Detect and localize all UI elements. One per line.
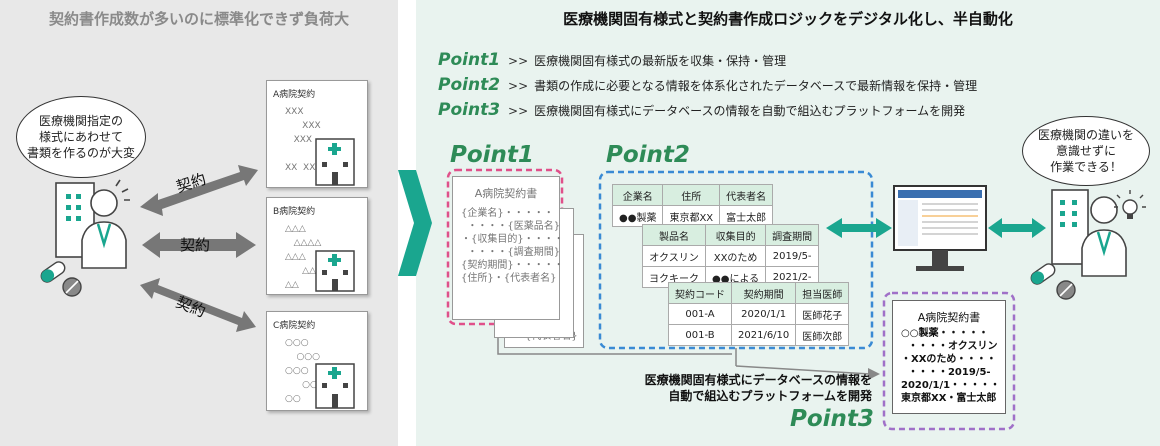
table-cell: 2019/5-: [765, 245, 820, 267]
lightbulb-icon: [1114, 190, 1146, 219]
pill-icon-left: [40, 261, 82, 297]
doc-marks: XXX XXX XXX XX XX XX: [285, 107, 329, 173]
speech-bubble-left: 医療機関指定の 様式にあわせて 書類を作るのが大変: [16, 96, 146, 178]
doc-marks: △△△ △△△△ △△△ △△△ △△: [285, 224, 323, 290]
table-cell: 契約期間: [730, 282, 797, 304]
doc-title: B病院契約: [273, 207, 316, 217]
table-cell: 代表者名: [719, 184, 774, 206]
flow-arrowhead: [868, 368, 880, 380]
table-cell: 医師次郎: [795, 324, 850, 346]
point1-label: Point1: [450, 142, 534, 168]
table-cell: 契約コード: [668, 282, 732, 304]
point-row-2: Point2 >> 書類の作成に必要となる情報を体系化されたデータベースで最新情報を…: [438, 75, 977, 95]
monitor-icon: [893, 185, 987, 271]
left-title: 契約書作成数が多いのに標準化できず負荷大: [48, 10, 349, 28]
table-row: 契約コード契約期間担当医師: [668, 282, 850, 304]
doctor-icon-right: [1081, 196, 1127, 277]
bubble-line: 医療機関の違いを: [1037, 128, 1134, 142]
table-cell: 調査期間: [765, 224, 820, 246]
caption-line: 医療機関固有様式にデータベースの情報を: [644, 373, 872, 387]
table-cell: 製品名: [642, 224, 706, 246]
contract-arrow-c: [140, 278, 256, 332]
db-monitor-arrow: [826, 218, 892, 238]
table-cell: ●●製薬: [611, 205, 664, 227]
template-doc-front: A病院契約書 {企業名}・・・・・ ・・・・{医薬品名} ・{収集目的}・・・・…: [452, 176, 564, 320]
doc-marks: ○○○ ○○○ ○○○ ○○○ ○○: [285, 338, 326, 404]
contract-doc-a: A病院契約 XXX XXX XXX XX XX XX: [266, 80, 368, 188]
flow-line-out: [735, 365, 871, 375]
table-cell: 2020/1/1: [730, 303, 797, 325]
bubble-line: 意識せずに: [1055, 144, 1116, 158]
output-fields: ○○製薬・・・・・ ・・・・オクスリン ・XXのため・・・・ ・・・・2019/…: [901, 328, 1001, 404]
doctor-icon-left: [81, 179, 130, 269]
bubble-line: 医療機関指定の: [38, 114, 123, 128]
bubble-line: 様式にあわせて: [38, 130, 123, 144]
table-row: 製品名収集目的調査期間: [642, 224, 820, 246]
contract-arrow-b: [142, 232, 256, 258]
contract-arrow-a: [140, 165, 258, 216]
right-title: 医療機関固有様式と契約書作成ロジックをデジタル化し、半自動化: [563, 10, 1013, 28]
transition-chevron: [398, 170, 432, 276]
doc-title: A病院契約: [273, 90, 316, 100]
table-cell: 住所: [662, 184, 721, 206]
table-cell: 2021/6/10: [730, 324, 797, 346]
caption-line: 自動で組込むプラットフォームを開発: [668, 389, 872, 403]
point3-label: Point3: [790, 406, 874, 432]
table-cell: 001-B: [668, 324, 732, 346]
point-name: Point2: [438, 75, 501, 95]
point-arrow: >>: [508, 79, 529, 93]
table-cell: 001-A: [668, 303, 732, 325]
point-name: Point1: [438, 50, 501, 70]
table-row: 企業名住所代表者名: [611, 184, 774, 206]
pill-icon-right: [1030, 263, 1076, 300]
point-text: 医療機関固有様式にデータベースの情報を自動で組込むプラットフォームを開発: [534, 104, 966, 118]
point-arrow: >>: [508, 104, 529, 118]
table-cell: 担当医師: [795, 282, 850, 304]
bubble-line: 作業できる！: [1050, 160, 1122, 174]
point-name: Point3: [438, 100, 501, 120]
arrow-label-b: 契約: [180, 236, 211, 254]
contract-doc-b: B病院契約 △△△ △△△△ △△△ △△△ △△: [266, 197, 368, 295]
point-row-3: Point3 >> 医療機関固有様式にデータベースの情報を自動で組込むプラットフォー…: [438, 100, 965, 120]
table-cell: オクスリン: [642, 245, 706, 267]
monitor-user-arrow: [988, 218, 1046, 238]
output-title: A病院契約書: [917, 311, 981, 324]
doc-title: C病院契約: [273, 321, 316, 331]
table-cell: 医師花子: [795, 303, 850, 325]
point3-dashed-box: [882, 291, 1016, 431]
table-cell: XXのため: [704, 245, 767, 267]
template-fields: {企業名}・・・・・ ・・・・{医薬品名} ・{収集目的}・・・・ ・・・・{調…: [461, 208, 564, 284]
table-cell: 収集目的: [704, 224, 767, 246]
point-arrow: >>: [508, 54, 529, 68]
contract-doc-c: C病院契約 ○○○ ○○○ ○○○ ○○○ ○○: [266, 311, 368, 411]
platform-caption: 医療機関固有様式にデータベースの情報を 自動で組込むプラットフォームを開発: [600, 372, 872, 404]
point-text: 医療機関固有様式の最新版を収集・保持・管理: [534, 54, 787, 68]
speech-bubble-right: 医療機関の違いを 意識せずに 作業できる！: [1022, 116, 1150, 186]
point-row-1: Point1 >> 医療機関固有様式の最新版を収集・保持・管理: [438, 50, 786, 70]
bubble-line: 書類を作るのが大変: [26, 146, 135, 160]
output-contract-doc: A病院契約書 ○○製薬・・・・・ ・・・・オクスリン ・XXのため・・・・ ・・…: [892, 300, 1006, 414]
point2-label: Point2: [606, 142, 690, 168]
template-title: A病院契約書: [474, 187, 538, 200]
table-cell: 企業名: [611, 184, 664, 206]
point-text: 書類の作成に必要となる情報を体系化されたデータベースで最新情報を保持・管理: [534, 79, 978, 93]
point1-dashed-box: [446, 168, 564, 326]
